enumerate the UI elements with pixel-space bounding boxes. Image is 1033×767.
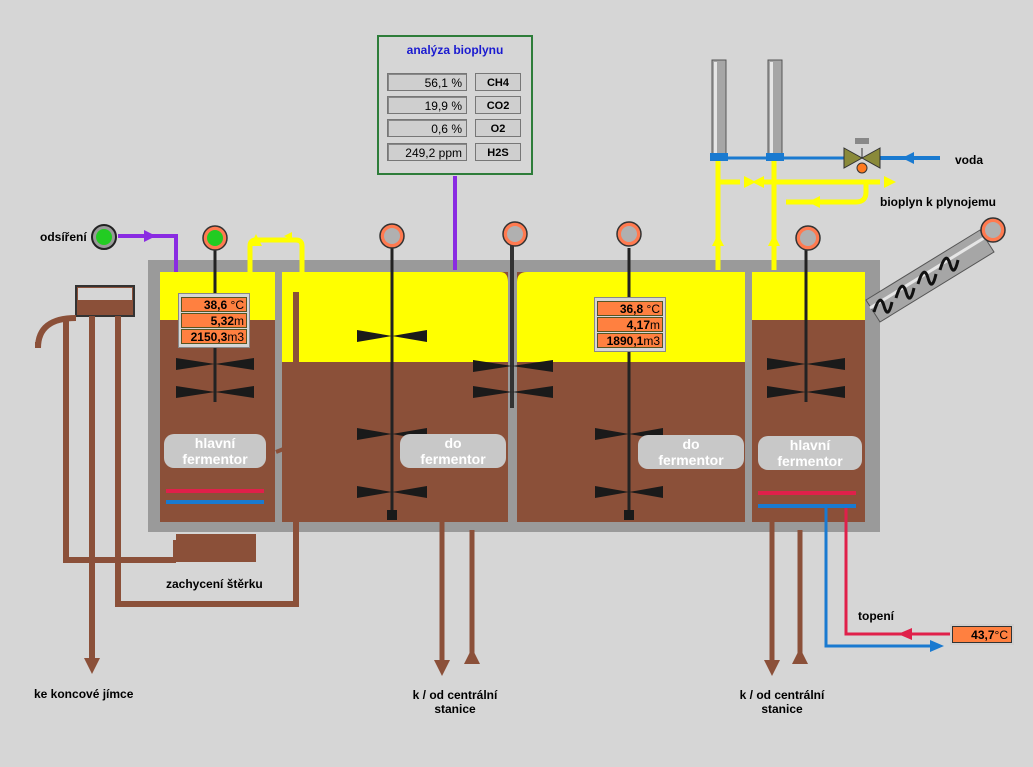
label-zachyceni: zachycení štěrku <box>166 577 263 591</box>
agitator-blades <box>176 330 845 520</box>
heating-temp-value: 43,7 <box>971 628 995 642</box>
analysis-row-ch4: 56,1 % CH4 <box>387 73 523 93</box>
tank3-label-line2: fermentor <box>658 452 724 468</box>
gravel-trap <box>176 534 256 562</box>
label-central-2-line2: stanice <box>761 702 803 716</box>
co2-value: 19,9 <box>424 99 448 113</box>
motors <box>91 217 1006 251</box>
gas-arrows <box>250 176 896 246</box>
tank3-temperature: 36,8 °C <box>597 301 663 316</box>
label-voda: voda <box>955 153 984 167</box>
tank2-label-line2: fermentor <box>420 451 486 467</box>
analysis-row-o2: 0,6 % O2 <box>387 119 523 139</box>
tank1-temp-unit: °C <box>230 298 244 312</box>
tank3-level-value: 4,17 <box>626 318 650 332</box>
desulf-line <box>118 176 457 272</box>
tank1-volume: 2150,3m3 <box>181 329 247 344</box>
heating-temperature[interactable]: 43,7°C <box>950 624 1014 645</box>
label-odsireni: odsíření <box>40 230 87 244</box>
analysis-row-h2s: 249,2 ppm H2S <box>387 143 523 163</box>
label-central-2: k / od centrální stanice <box>722 688 842 716</box>
label-koncova: ke koncové jímce <box>34 687 134 701</box>
label-bioplyn: bioplyn k plynojemu <box>880 195 997 209</box>
o2-unit: % <box>451 122 462 136</box>
overflow-tank <box>75 285 135 317</box>
tank3-volume-value: 1890,1 <box>606 334 644 348</box>
tank3-volume: 1890,1m3 <box>597 333 663 348</box>
heating-coils <box>166 489 856 508</box>
tank1-level-value: 5,32 <box>210 314 234 328</box>
central-arrows <box>434 648 808 676</box>
agitator-shafts <box>213 248 808 518</box>
tank1-level: 5,32m <box>181 313 247 328</box>
tank3-label-line1: do <box>682 436 700 452</box>
co2-label: CO2 <box>475 96 521 114</box>
tank-2 <box>282 272 508 522</box>
tank4-label-line1: hlavní <box>789 437 831 453</box>
central-pipes <box>439 522 803 662</box>
h2s-unit: ppm <box>438 146 462 160</box>
tank1-label-line1: hlavní <box>194 435 236 451</box>
overflow-pipes <box>35 292 299 660</box>
analysis-row-co2: 19,9 % CO2 <box>387 96 523 116</box>
o2-value: 0,6 <box>431 122 448 136</box>
tank4-label: hlavní fermentor <box>758 436 862 470</box>
tank1-volume-unit: m3 <box>227 330 244 344</box>
tank3-volume-unit: m3 <box>643 334 660 348</box>
tank1-level-unit: m <box>234 314 244 328</box>
screw-feeder <box>865 229 995 323</box>
ch4-value: 56,1 <box>424 76 448 90</box>
h2s-label: H2S <box>475 143 521 161</box>
label-central-2-line1: k / od centrální <box>739 688 825 702</box>
o2-label: O2 <box>475 119 521 137</box>
heating-pipes <box>824 508 936 648</box>
h2s-value: 249,2 <box>405 146 436 160</box>
tank4-label-line2: fermentor <box>777 453 843 469</box>
ch4-label: CH4 <box>475 73 521 91</box>
tank1-measurements[interactable]: 38,6 °C 5,32m 2150,3m3 <box>178 293 250 348</box>
tank3-measurements[interactable]: 36,8 °C 4,17m 1890,1m3 <box>594 297 666 352</box>
analysis-title: analýza bioplynu <box>406 43 504 57</box>
gas-chimneys <box>710 59 784 161</box>
tank1-label-line2: fermentor <box>182 451 248 467</box>
tank3-label: do fermentor <box>638 435 744 469</box>
ch4-unit: % <box>451 76 462 90</box>
heating-arrow-in <box>898 628 912 640</box>
label-central-1-line2: stanice <box>434 702 476 716</box>
water-pipe <box>718 152 940 164</box>
water-valve[interactable] <box>843 138 881 174</box>
tank1-temperature: 38,6 °C <box>181 297 247 312</box>
tank1-temp-value: 38,6 <box>203 298 228 312</box>
tank1-label: hlavní fermentor <box>164 434 266 468</box>
label-central-1-line1: k / od centrální <box>412 688 498 702</box>
heating-arrow-out <box>930 640 944 652</box>
gas-pipes <box>247 160 880 272</box>
tank3-level: 4,17m <box>597 317 663 332</box>
tank3-level-unit: m <box>650 318 660 332</box>
label-central-1: k / od centrální stanice <box>395 688 515 716</box>
biogas-analysis-panel: analýza bioplynu 56,1 % CH4 19,9 % CO2 0… <box>377 35 533 175</box>
tank3-temp-unit: °C <box>646 302 660 316</box>
tank2-label-line1: do <box>444 435 462 451</box>
label-topeni: topení <box>858 609 894 623</box>
heating-temp-unit: °C <box>994 628 1008 642</box>
co2-unit: % <box>451 99 462 113</box>
tank1-volume-value: 2150,3 <box>190 330 228 344</box>
tank2-label: do fermentor <box>400 434 506 468</box>
tank3-temp-value: 36,8 <box>619 302 644 316</box>
